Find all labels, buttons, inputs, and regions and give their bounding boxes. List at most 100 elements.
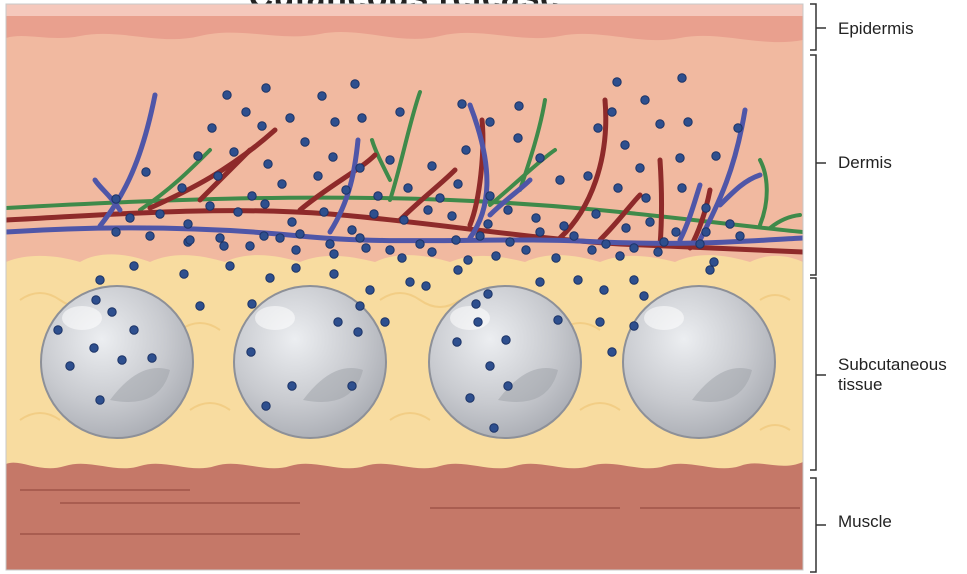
drug-particle — [184, 220, 192, 228]
drug-particle — [424, 206, 432, 214]
drug-particle — [678, 74, 686, 82]
drug-particle — [616, 252, 624, 260]
drug-particle — [206, 202, 214, 210]
drug-particle — [484, 220, 492, 228]
drug-depot-1 — [41, 286, 193, 438]
drug-particle — [396, 108, 404, 116]
drug-particle — [260, 232, 268, 240]
drug-particle — [570, 232, 578, 240]
drug-particle — [314, 172, 322, 180]
drug-particle — [464, 256, 472, 264]
drug-particle — [676, 154, 684, 162]
drug-particle — [354, 328, 362, 336]
drug-particle — [608, 108, 616, 116]
drug-particle — [261, 200, 269, 208]
muscle-bracket — [810, 478, 826, 572]
drug-particle — [502, 336, 510, 344]
epidermis-bracket — [810, 4, 826, 50]
drug-particle — [96, 396, 104, 404]
drug-particle — [296, 230, 304, 238]
drug-particle — [504, 382, 512, 390]
drug-particle — [118, 356, 126, 364]
drug-particle — [428, 248, 436, 256]
drug-particle — [404, 184, 412, 192]
drug-particle — [142, 168, 150, 176]
dermis-bracket — [810, 55, 826, 275]
drug-particle — [223, 91, 231, 99]
drug-particle — [466, 394, 474, 402]
drug-particle — [356, 164, 364, 172]
drug-particle — [492, 252, 500, 260]
drug-particle — [242, 108, 250, 116]
drug-particle — [108, 308, 116, 316]
drug-particle — [453, 338, 461, 346]
drug-particle — [356, 302, 364, 310]
drug-particle — [600, 286, 608, 294]
drug-particle — [736, 232, 744, 240]
muscle-layer — [6, 452, 803, 570]
drug-particle — [248, 300, 256, 308]
dermis-label: Dermis — [838, 153, 892, 173]
drug-particle — [522, 246, 530, 254]
drug-particle — [515, 102, 523, 110]
drug-particle — [247, 348, 255, 356]
drug-particle — [472, 300, 480, 308]
drug-particle — [486, 192, 494, 200]
drug-particle — [514, 134, 522, 142]
drug-particle — [636, 164, 644, 172]
drug-particle — [329, 153, 337, 161]
drug-particle — [584, 172, 592, 180]
drug-particle — [278, 180, 286, 188]
drug-particle — [710, 258, 718, 266]
drug-particle — [264, 160, 272, 168]
drug-particle — [428, 162, 436, 170]
drug-particle — [366, 286, 374, 294]
drug-particle — [588, 246, 596, 254]
drug-particle — [342, 186, 350, 194]
drug-particle — [400, 216, 408, 224]
drug-particle — [486, 362, 494, 370]
subcutaneous-bracket — [810, 278, 826, 470]
drug-particle — [486, 118, 494, 126]
drug-particle — [656, 120, 664, 128]
drug-particle — [506, 238, 514, 246]
drug-particle — [148, 354, 156, 362]
drug-particle — [596, 318, 604, 326]
drug-particle — [630, 322, 638, 330]
drug-particle — [292, 246, 300, 254]
layer-brackets — [810, 4, 826, 572]
drug-particle — [262, 402, 270, 410]
drug-particle — [246, 242, 254, 250]
drug-particle — [286, 114, 294, 122]
drug-particle — [454, 266, 462, 274]
drug-particle — [536, 154, 544, 162]
drug-particle — [448, 212, 456, 220]
drug-particle — [416, 240, 424, 248]
drug-particle — [186, 236, 194, 244]
drug-particle — [374, 192, 382, 200]
drug-particle — [702, 228, 710, 236]
drug-particle — [654, 248, 662, 256]
drug-particle — [684, 118, 692, 126]
drug-particle — [320, 208, 328, 216]
drug-particle — [490, 424, 498, 432]
drug-particle — [214, 172, 222, 180]
drug-particle — [672, 228, 680, 236]
drug-particle — [622, 224, 630, 232]
drug-depot-4 — [623, 286, 775, 438]
drug-particle — [436, 194, 444, 202]
drug-particle — [574, 276, 582, 284]
drug-particle — [130, 262, 138, 270]
drug-particle — [702, 204, 710, 212]
drug-particle — [386, 246, 394, 254]
drug-particle — [678, 184, 686, 192]
drug-particle — [422, 282, 430, 290]
drug-particle — [621, 141, 629, 149]
drug-particle — [458, 100, 466, 108]
drug-particle — [640, 292, 648, 300]
drug-particle — [112, 195, 120, 203]
drug-particle — [734, 124, 742, 132]
drug-particle — [630, 276, 638, 284]
drug-particle — [348, 226, 356, 234]
